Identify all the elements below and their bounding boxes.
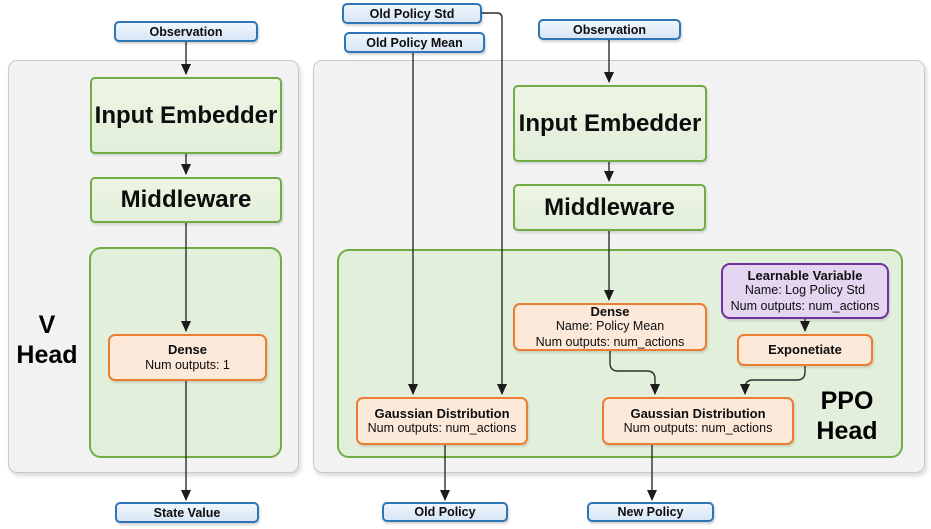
input-embedder-node-v: Input Embedder xyxy=(90,77,282,154)
gaussian-old-outputs: Num outputs: num_actions xyxy=(367,421,517,436)
gaussian-new-title: Gaussian Distribution xyxy=(630,405,766,421)
dense-name-ppo: Name: Policy Mean xyxy=(555,319,665,334)
learnable-variable-node: Learnable Variable Name: Log Policy Std … xyxy=(721,263,889,319)
state-value-label: State Value xyxy=(153,505,221,520)
state-value-node: State Value xyxy=(115,502,259,523)
input-embedder-label-v: Input Embedder xyxy=(94,101,278,129)
ppo-head-title-line2: Head xyxy=(816,416,878,445)
arrow-dense-to-gaussian-new xyxy=(609,350,660,395)
learnable-variable-title: Learnable Variable xyxy=(747,268,863,284)
dense-node-v: Dense Num outputs: 1 xyxy=(108,334,267,381)
learnable-variable-outputs: Num outputs: num_actions xyxy=(730,298,880,313)
arrow-exponetiate-to-gaussian-new xyxy=(740,365,806,395)
old-policy-node: Old Policy xyxy=(382,502,508,522)
v-head-title-line2: Head xyxy=(16,340,78,369)
middleware-label-v: Middleware xyxy=(120,186,252,213)
gaussian-old-title: Gaussian Distribution xyxy=(374,405,510,421)
dense-title-ppo: Dense xyxy=(590,304,630,320)
middleware-label-ppo: Middleware xyxy=(544,193,675,221)
arrow-old-policy-std-to-gaussian-old xyxy=(482,12,507,395)
gaussian-new-outputs: Num outputs: num_actions xyxy=(623,421,773,436)
exponetiate-node: Exponetiate xyxy=(737,334,873,366)
dense-outputs-ppo: Num outputs: num_actions xyxy=(535,334,685,349)
old-policy-std-node: Old Policy Std xyxy=(342,3,482,24)
input-embedder-node-ppo: Input Embedder xyxy=(513,85,707,162)
ppo-head-title: PPO Head xyxy=(795,387,899,446)
observation-label-v: Observation xyxy=(149,24,223,39)
observation-node-ppo: Observation xyxy=(538,19,681,40)
new-policy-label: New Policy xyxy=(617,505,684,519)
v-head-title: V Head xyxy=(4,311,90,370)
old-policy-std-label: Old Policy Std xyxy=(369,6,455,21)
old-policy-label: Old Policy xyxy=(414,505,476,519)
observation-label-ppo: Observation xyxy=(573,22,646,37)
v-head-title-line1: V xyxy=(38,311,56,339)
gaussian-distribution-new-node: Gaussian Distribution Num outputs: num_a… xyxy=(602,397,794,445)
old-policy-mean-node: Old Policy Mean xyxy=(344,32,485,53)
gaussian-distribution-old-node: Gaussian Distribution Num outputs: num_a… xyxy=(356,397,528,445)
observation-node-v: Observation xyxy=(114,21,258,42)
middleware-node-ppo: Middleware xyxy=(513,184,706,231)
dense-outputs-v: Num outputs: 1 xyxy=(145,357,230,372)
dense-title-v: Dense xyxy=(167,342,208,358)
ppo-head-title-line1: PPO xyxy=(820,387,874,415)
learnable-variable-name: Name: Log Policy Std xyxy=(744,283,866,298)
old-policy-mean-label: Old Policy Mean xyxy=(366,35,463,50)
input-embedder-label-ppo: Input Embedder xyxy=(518,109,702,137)
dense-policy-mean-node: Dense Name: Policy Mean Num outputs: num… xyxy=(513,303,707,351)
new-policy-node: New Policy xyxy=(587,502,714,522)
middleware-node-v: Middleware xyxy=(90,177,282,223)
exponetiate-label: Exponetiate xyxy=(768,342,842,358)
